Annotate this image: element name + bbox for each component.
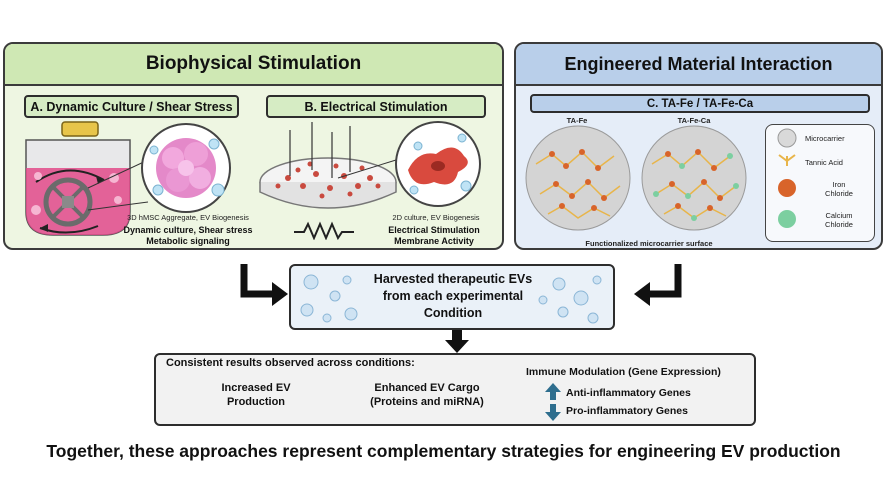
arrow-up-icon xyxy=(545,383,561,400)
section-b-label-text: B. Electrical Stimulation xyxy=(304,99,448,114)
section-c-label-text: C. TA-Fe / TA-Fe-Ca xyxy=(646,97,754,110)
harvest-box xyxy=(289,264,615,330)
left-flow-arrow xyxy=(240,264,288,306)
section-a-line2: Metabolic signaling xyxy=(146,236,230,246)
section-b-label: B. Electrical Stimulation xyxy=(266,95,486,118)
legend-iron-line2: Chloride xyxy=(825,189,853,198)
microcarrier-sphere-ta-fe-ca xyxy=(641,125,747,231)
result-item1: Increased EV Production xyxy=(196,381,316,409)
biophysical-title-text: Biophysical Stimulation xyxy=(145,53,362,74)
section-a-label: A. Dynamic Culture / Shear Stress xyxy=(24,95,239,118)
section-a-caption: 3D hMSC Aggregate, EV Biogenesis xyxy=(127,213,249,222)
microcarrier-illustration xyxy=(525,125,747,231)
result-item2-line2: (Proteins and miRNA) xyxy=(370,396,484,408)
legend-iron-line1: Iron xyxy=(832,180,846,189)
petri-dish-illustration xyxy=(259,121,481,240)
sphere1-label: TA-Fe xyxy=(566,116,588,125)
down-flow-arrow xyxy=(445,330,469,353)
harvest-line3: Condition xyxy=(423,306,483,320)
results-heading: Consistent results observed across condi… xyxy=(166,357,415,369)
section-b-line1: Electrical Stimulation xyxy=(388,225,480,235)
impeller-wheel xyxy=(43,177,93,227)
harvest-line2: from each experimental xyxy=(382,289,524,303)
tannic-acid-legend-icon xyxy=(778,154,796,166)
immune-title: Immune Modulation (Gene Expression) xyxy=(526,366,721,378)
arrow-down-icon xyxy=(545,404,561,421)
result-item2: Enhanced EV Cargo (Proteins and miRNA) xyxy=(352,381,502,409)
section-b-caption: 2D culture, EV Biogenesis xyxy=(392,213,480,222)
bioreactor-illustration xyxy=(25,121,231,236)
resistor-icon xyxy=(294,221,354,240)
biophysical-title: Biophysical Stimulation xyxy=(5,44,502,86)
section-a-label-text: A. Dynamic Culture / Shear Stress xyxy=(30,99,233,114)
bioreactor-cap xyxy=(61,121,99,137)
microcarrier-sphere-ta-fe xyxy=(525,125,631,231)
microcarrier-legend-icon xyxy=(777,128,797,148)
result-item1-line2: Production xyxy=(226,396,286,408)
section-c-caption: Functionalized microcarrier surface xyxy=(585,239,713,248)
ev-vesicles-decoration xyxy=(300,274,602,324)
legend-tannic-acid: Tannic Acid xyxy=(805,158,843,167)
calcium-chloride-legend-icon xyxy=(778,210,796,228)
pro-inflammatory-genes: Pro-inflammatory Genes xyxy=(566,405,688,417)
result-item1-line1: Increased EV xyxy=(221,382,291,394)
footer-statement: Together, these approaches represent com… xyxy=(46,441,841,461)
sphere2-label: TA-Fe-Ca xyxy=(677,116,711,125)
section-c-label: C. TA-Fe / TA-Fe-Ca xyxy=(530,94,870,113)
iron-chloride-legend-icon xyxy=(778,179,796,197)
legend-microcarrier: Microcarrier xyxy=(805,134,845,143)
engineered-title-text: Engineered Material Interaction xyxy=(564,53,833,74)
harvest-text: Harvested therapeutic EVs from each expe… xyxy=(355,271,551,322)
harvest-line1: Harvested therapeutic EVs xyxy=(373,272,533,286)
legend-icons xyxy=(777,128,797,228)
legend-calcium-line1: Calcium xyxy=(825,211,853,220)
right-flow-arrow xyxy=(634,264,682,306)
anti-inflammatory-genes: Anti-inflammatory Genes xyxy=(566,387,691,399)
engineered-title: Engineered Material Interaction xyxy=(516,44,881,86)
gene-arrows xyxy=(545,383,561,421)
result-item2-line1: Enhanced EV Cargo xyxy=(374,382,480,394)
section-a-line1: Dynamic culture, Shear stress xyxy=(123,225,253,235)
results-box xyxy=(154,353,756,426)
section-b-line2: Membrane Activity xyxy=(394,236,474,246)
legend-calcium-line2: Chloride xyxy=(825,220,853,229)
